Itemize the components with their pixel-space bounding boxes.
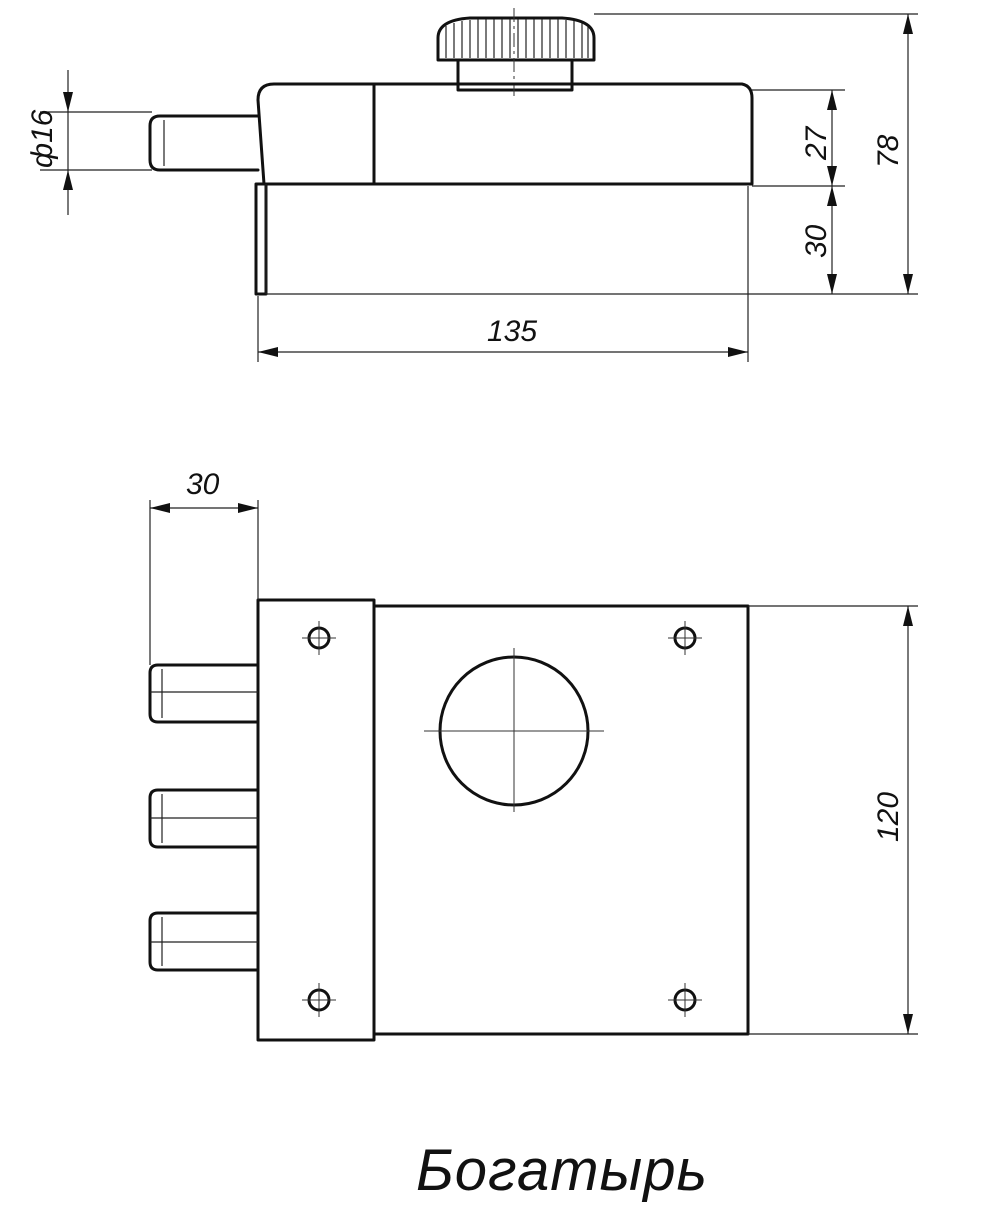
bolt-side xyxy=(148,114,260,172)
front-view: 30 120 xyxy=(148,468,918,1042)
dim-bolt-diameter-label: ф16 xyxy=(26,109,59,168)
lock-body-side xyxy=(254,82,754,296)
lock-body-front xyxy=(372,604,750,1036)
drawing-title: Богатырь xyxy=(416,1138,708,1203)
dim-body-height-label: 27 xyxy=(800,125,833,161)
dim-plate-height: 30 xyxy=(266,186,845,295)
dim-length-label: 135 xyxy=(487,315,537,348)
dim-total-height-label: 78 xyxy=(872,134,905,168)
mounting-hole-bottom-right xyxy=(668,983,702,1017)
bolt-front-3 xyxy=(148,911,260,972)
dim-width: 120 xyxy=(748,605,918,1035)
dim-length: 135 xyxy=(257,186,749,362)
faceplate xyxy=(256,598,376,1042)
bolt-front-2 xyxy=(148,788,260,849)
mounting-hole-top-right xyxy=(668,621,702,655)
dim-total-height: 78 xyxy=(594,13,918,295)
dim-bolt-diameter: ф16 xyxy=(26,70,152,215)
dim-bolt-projection-label: 30 xyxy=(186,468,220,501)
knob xyxy=(436,8,596,96)
dim-plate-height-label: 30 xyxy=(800,224,833,258)
dim-bolt-projection: 30 xyxy=(149,468,259,665)
bolt-front-1 xyxy=(148,663,260,724)
dim-width-label: 120 xyxy=(872,792,905,842)
mounting-hole-top-left xyxy=(302,621,336,655)
side-view: ф16 27 30 78 xyxy=(26,8,918,362)
dim-body-height: 27 xyxy=(752,89,845,187)
knob-front xyxy=(424,648,604,812)
mounting-hole-bottom-left xyxy=(302,983,336,1017)
